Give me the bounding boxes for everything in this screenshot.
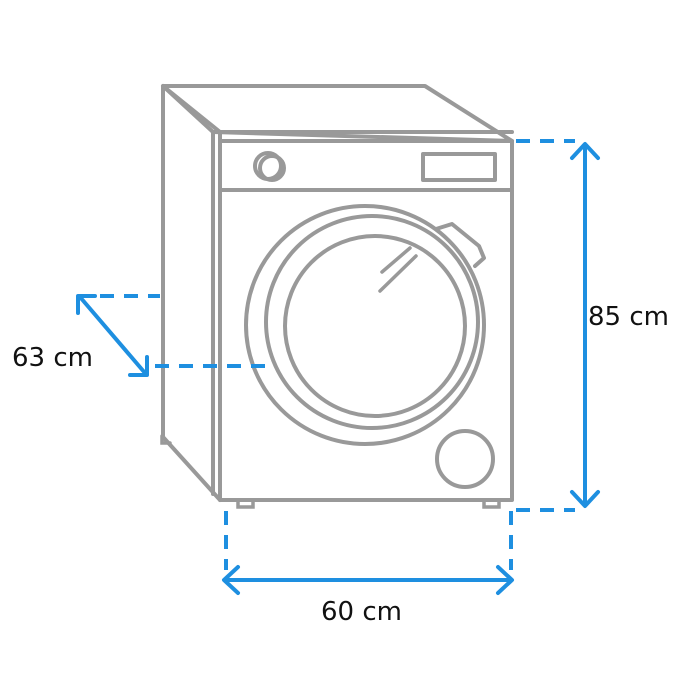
width-dimension xyxy=(222,511,514,595)
program-knob-ring-icon xyxy=(258,154,286,182)
depth-arrow-head-top-icon xyxy=(76,294,97,315)
display-panel xyxy=(421,152,497,182)
height-arrow-head-top-icon xyxy=(570,142,600,160)
door-glass xyxy=(283,234,467,418)
washing-machine-body xyxy=(160,84,514,509)
width-arrow-head-left-icon xyxy=(222,565,240,595)
filter-cap-icon xyxy=(435,429,495,489)
door-handle-icon xyxy=(434,222,486,268)
front-panel xyxy=(218,139,514,502)
depth-arrow-head-bottom-icon xyxy=(128,355,149,377)
front-right-foot xyxy=(482,498,501,509)
width-arrow-head-right-icon xyxy=(496,565,514,595)
door-middle-ring xyxy=(264,214,480,430)
front-left-foot xyxy=(236,498,255,509)
width-label: 60 cm xyxy=(321,597,402,627)
depth-dimension xyxy=(76,294,275,377)
depth-label: 63 cm xyxy=(12,343,93,373)
door-glare-1 xyxy=(380,246,412,274)
door-glare-2 xyxy=(378,254,418,293)
back-foot xyxy=(160,434,172,445)
height-dimension xyxy=(516,139,600,512)
depth-arrow-line xyxy=(78,295,147,375)
door-outer-ring xyxy=(244,204,486,446)
height-label: 85 cm xyxy=(588,302,669,332)
height-arrow-head-bottom-icon xyxy=(570,490,600,508)
